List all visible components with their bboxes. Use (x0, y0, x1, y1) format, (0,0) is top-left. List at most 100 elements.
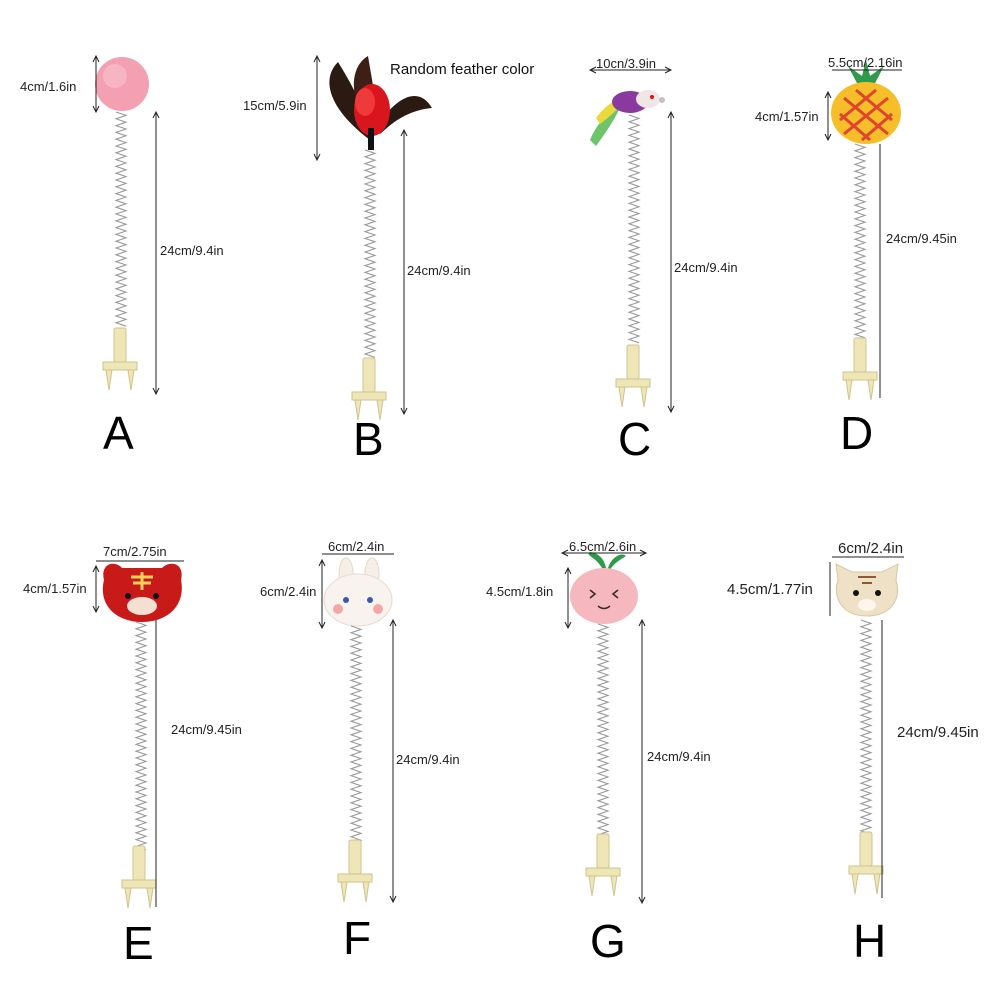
e-head-measure-head-bottom (92, 605, 100, 614)
e-spring (134, 621, 148, 851)
c-mouse-ear (659, 97, 665, 103)
g-base-post (596, 833, 610, 869)
a-pompom-highlight (103, 64, 127, 88)
a-base-crossbar (102, 361, 138, 371)
a-stick-length: 24cm/9.4in (160, 243, 224, 258)
d-stick-length: 24cm/9.45in (886, 231, 957, 246)
a-spring (114, 111, 128, 327)
f-base-post (348, 839, 362, 875)
f-head-measure-head-bottom (318, 621, 326, 630)
g-stick-length: 24cm/9.4in (647, 749, 711, 764)
a-head-height: 4cm/1.6in (20, 79, 77, 94)
b-feather-measure-head-bottom (313, 153, 321, 162)
c-stick-measure-head-top (667, 110, 675, 119)
e-tiger-eye-right (153, 593, 159, 599)
b-stick-measure-head-top (400, 128, 408, 137)
g-peach-leaf-left (588, 552, 606, 568)
d-head-width: 5.5cm/2.16in (828, 55, 903, 70)
h-stick-length: 24cm/9.45in (897, 724, 979, 741)
label-b: B (353, 413, 384, 465)
e-tiger-forehead-mark (131, 572, 153, 590)
label-a: A (103, 407, 134, 459)
label-c: C (618, 413, 652, 465)
f-base-prong-left (340, 881, 348, 903)
h-cat-muzzle (858, 599, 876, 611)
c-base-crossbar (615, 378, 651, 388)
d-base-prong-right (867, 379, 875, 401)
h-head-height: 4.5cm/1.77in (727, 581, 813, 598)
h-base-prong-left (851, 873, 859, 895)
h-head-width: 6cm/2.4in (838, 540, 904, 557)
g-peach-body (570, 568, 638, 624)
c-mouse-eye (650, 95, 654, 99)
g-stick-measure-head-top (638, 618, 646, 627)
b-feather-stem (368, 128, 374, 150)
c-base-prong-right (640, 386, 648, 408)
f-stick-measure-head-bottom (389, 895, 397, 904)
a-stick-measure-head-top (152, 110, 160, 119)
e-tiger-eye-left (125, 593, 131, 599)
f-stick-measure-head-top (389, 618, 397, 627)
h-cat-head (835, 563, 899, 617)
label-h: H (853, 915, 887, 967)
e-head-height: 4cm/1.57in (23, 581, 87, 596)
a-stick-measure-head-bottom (152, 387, 160, 396)
c-width-measure-head-right (664, 66, 673, 74)
g-base-prong-left (588, 875, 596, 897)
label-e: E (123, 917, 154, 969)
e-tiger-head (102, 563, 182, 622)
b-base-prong-right (376, 399, 384, 421)
g-peach-leaf-right (608, 554, 626, 570)
b-base-post (362, 357, 376, 393)
e-base-prong-left (124, 887, 132, 909)
h-cat-forehead-mark (858, 576, 876, 584)
g-head-measure-head-top (564, 566, 572, 575)
e-base-crossbar (121, 879, 157, 889)
label-f: F (343, 912, 372, 964)
g-peach-mouth (597, 605, 611, 610)
g-head-measure-head-bottom (564, 621, 572, 630)
h-cat-eye-right (875, 590, 881, 596)
f-head-measure-head-top (318, 558, 326, 567)
f-bunny-cheek-right (373, 604, 383, 614)
c-base-prong-left (618, 386, 626, 408)
h-base-post (859, 831, 873, 867)
f-bunny-cheek-left (333, 604, 343, 614)
d-base-prong-left (845, 379, 853, 401)
g-spring (596, 623, 610, 836)
b-stick-length: 24cm/9.4in (407, 263, 471, 278)
d-pineapple-leaves (848, 60, 884, 85)
a-base-post (113, 327, 127, 363)
g-peach-eyes (589, 589, 619, 599)
e-base-post (132, 845, 146, 881)
g-width-measure-head-left (560, 549, 569, 557)
c-mouse-head (636, 90, 660, 108)
h-spring (859, 619, 873, 835)
b-base-prong-left (354, 399, 362, 421)
h-base-crossbar (848, 865, 884, 875)
label-g: G (590, 915, 626, 967)
d-spring (853, 143, 867, 339)
f-bunny-eye-left (343, 597, 349, 603)
a-head-measure-head-bottom (92, 105, 100, 114)
d-base-crossbar (842, 371, 878, 381)
f-bunny-eye-right (367, 597, 373, 603)
d-head-measure-head-bottom (824, 133, 832, 142)
c-width-measure-head-left (588, 66, 597, 74)
h-base-prong-right (873, 873, 881, 895)
g-head-height: 4.5cm/1.8in (486, 584, 554, 599)
f-stick-length: 24cm/9.4in (396, 752, 460, 767)
a-base-prong-right (127, 369, 135, 391)
e-stick-length: 24cm/9.45in (171, 722, 242, 737)
f-bunny-head (323, 573, 393, 627)
g-base-crossbar (585, 867, 621, 877)
f-head-width: 6cm/2.4in (328, 539, 385, 554)
e-base-prong-right (146, 887, 154, 909)
d-base-post (853, 337, 867, 373)
f-spring (349, 625, 363, 845)
b-spring (363, 149, 377, 358)
c-tail-feather-green (590, 108, 620, 146)
label-d: D (840, 407, 874, 459)
a-head-measure-head-top (92, 54, 100, 63)
